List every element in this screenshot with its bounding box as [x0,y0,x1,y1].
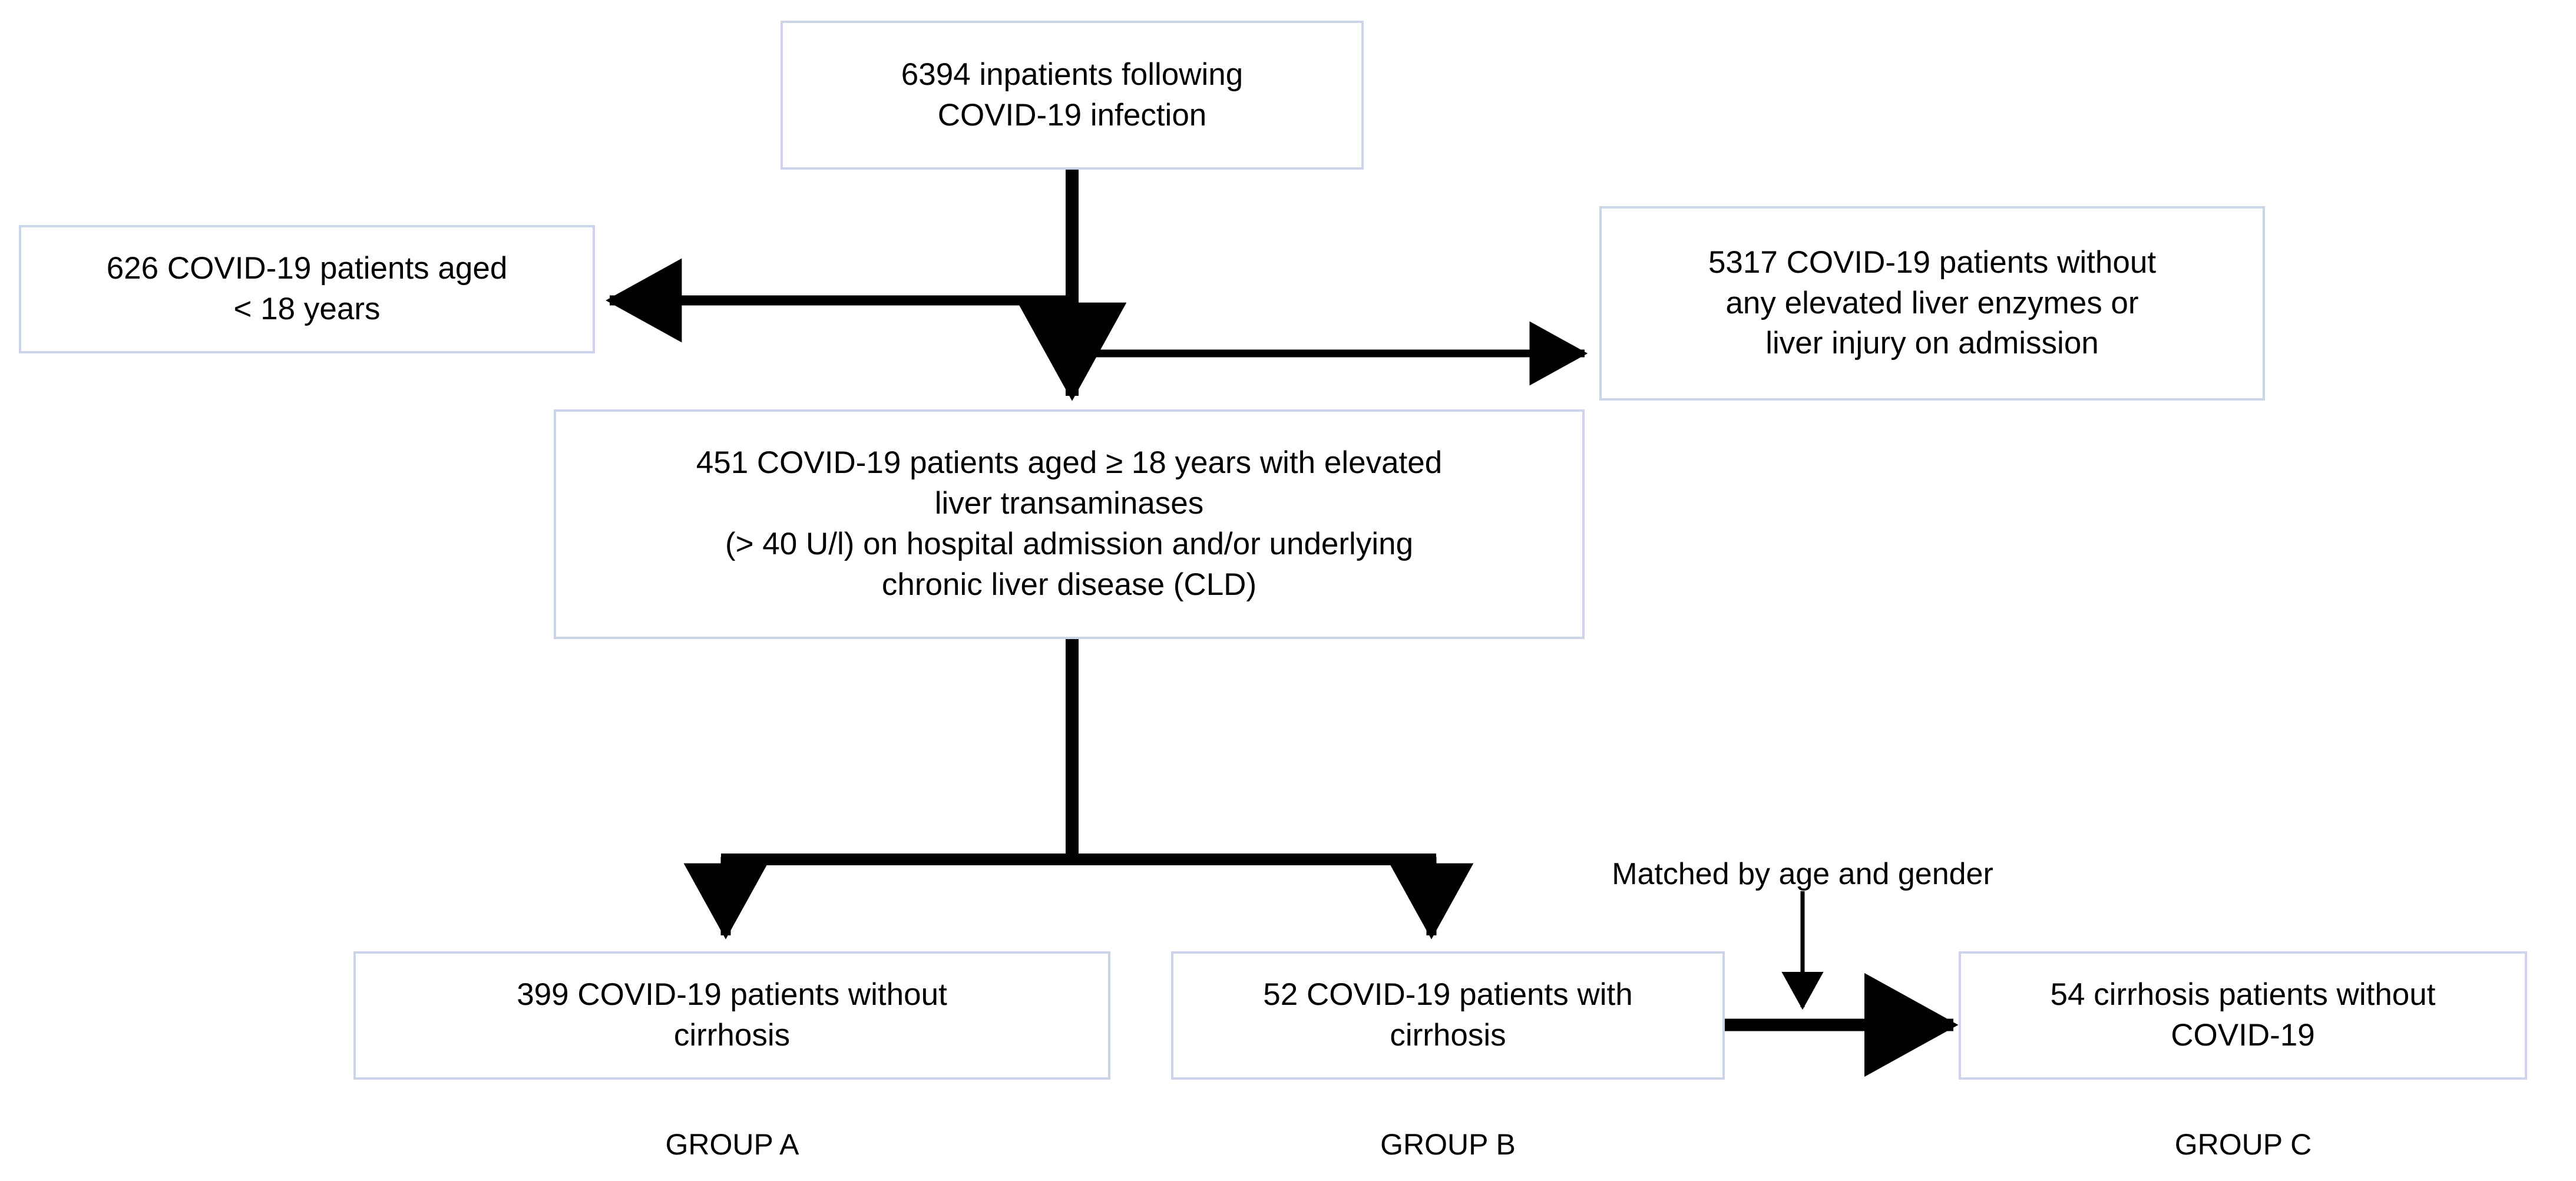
node-excluded-no-liver-injury-text: 5317 COVID-19 patients without any eleva… [1708,244,2157,361]
annotation-matched-by-age-and-gender: Matched by age and gender [1549,859,2056,889]
node-excluded-under-18-text: 626 COVID-19 patients aged < 18 years [106,251,508,326]
group-b-label: GROUP B [1212,1130,1684,1159]
node-group-b[interactable]: 52 COVID-19 patients with cirrhosis [1171,951,1725,1080]
node-total-inpatients-text: 6394 inpatients following COVID-19 infec… [901,57,1244,133]
group-a-label: GROUP A [497,1130,968,1159]
annotation-matched-text: Matched by age and gender [1612,857,1993,891]
node-group-a-text: 399 COVID-19 patients without cirrhosis [517,977,947,1053]
node-total-inpatients[interactable]: 6394 inpatients following COVID-19 infec… [781,21,1364,170]
node-group-c-text: 54 cirrhosis patients without COVID-19 [2050,977,2436,1053]
node-group-b-text: 52 COVID-19 patients with cirrhosis [1263,977,1633,1053]
group-c-label-text: GROUP C [2174,1128,2312,1161]
node-included-cohort[interactable]: 451 COVID-19 patients aged ≥ 18 years wi… [554,409,1585,639]
node-excluded-under-18[interactable]: 626 COVID-19 patients aged < 18 years [19,225,595,353]
node-group-a[interactable]: 399 COVID-19 patients without cirrhosis [353,951,1110,1080]
node-included-cohort-text: 451 COVID-19 patients aged ≥ 18 years wi… [696,445,1443,602]
group-b-label-text: GROUP B [1380,1128,1516,1161]
group-c-label: GROUP C [2008,1130,2479,1159]
node-group-c[interactable]: 54 cirrhosis patients without COVID-19 [1959,951,2527,1080]
edge-included-to-split [721,639,1436,865]
node-excluded-no-liver-injury[interactable]: 5317 COVID-19 patients without any eleva… [1599,206,2265,401]
group-a-label-text: GROUP A [665,1128,799,1161]
